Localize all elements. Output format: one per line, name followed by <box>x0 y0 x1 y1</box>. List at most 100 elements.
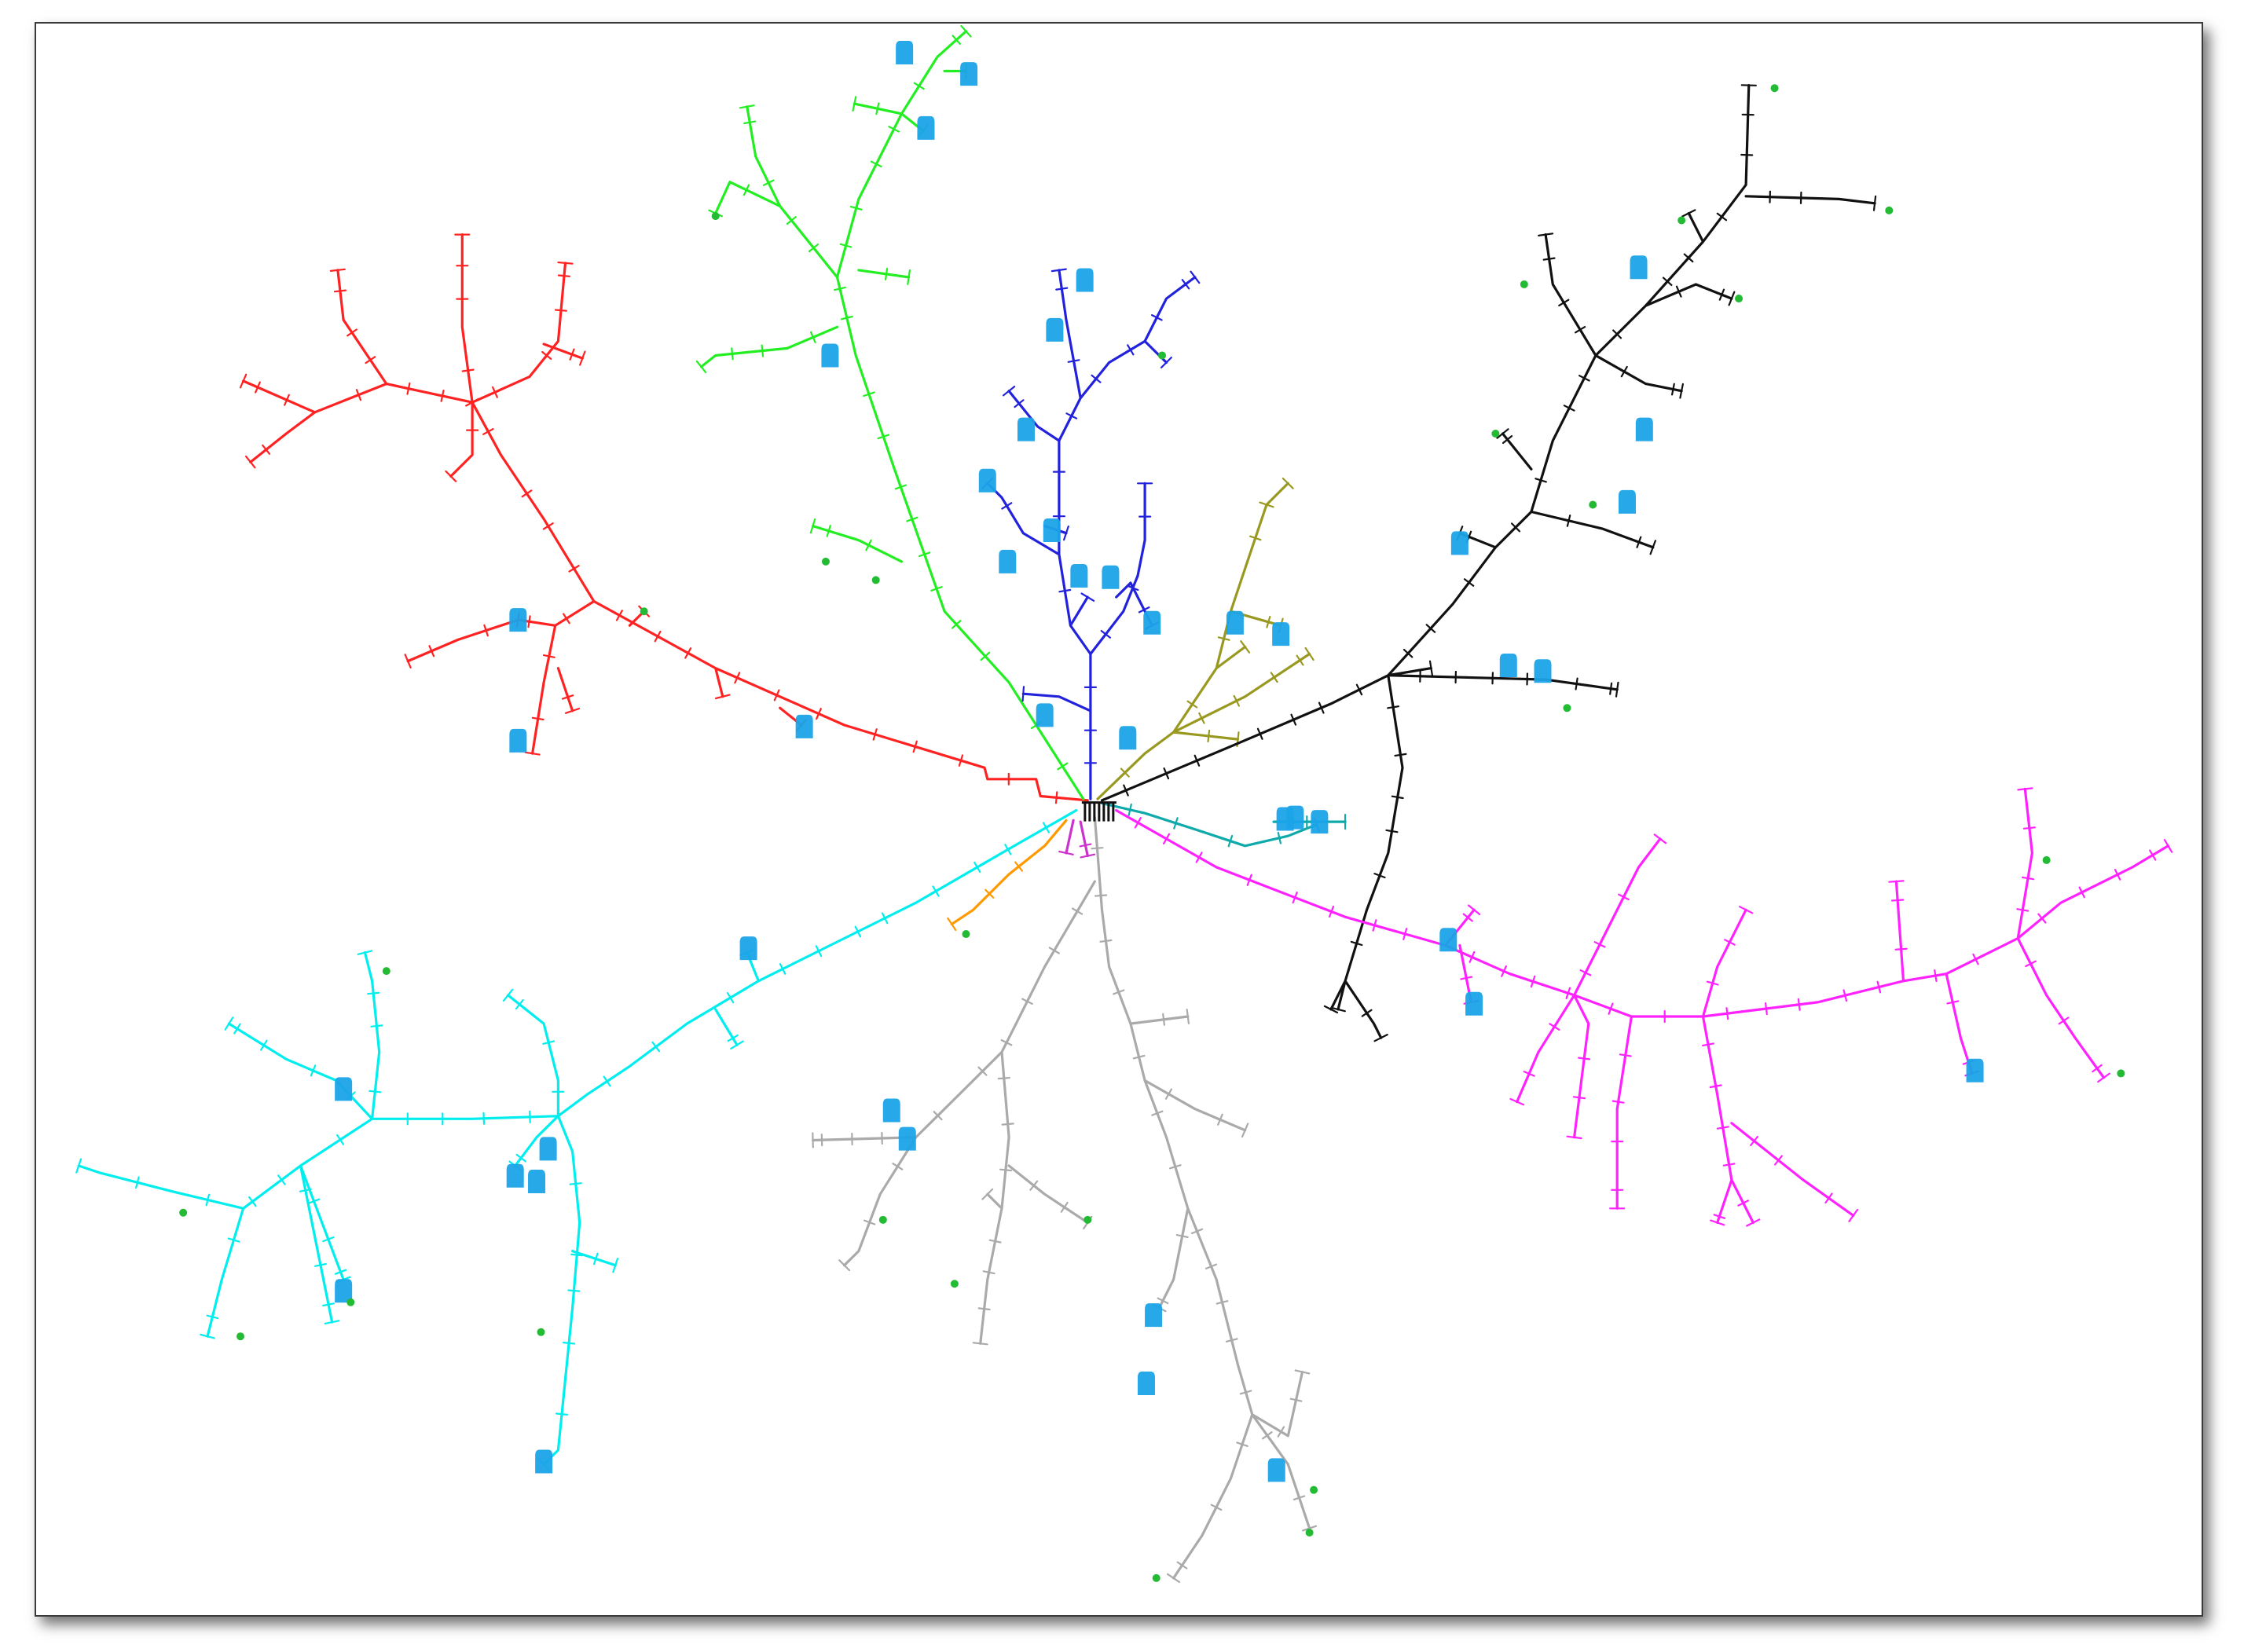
customer-marker <box>1966 1058 1984 1082</box>
feeder-orange <box>947 819 1068 931</box>
customer-marker <box>1102 565 1120 589</box>
customer-marker <box>898 1126 916 1151</box>
customer-marker <box>821 343 839 368</box>
customer-marker <box>506 1163 524 1188</box>
customer-marker <box>1119 726 1137 750</box>
customer-marker <box>335 1279 353 1303</box>
customer-marker <box>1043 518 1061 543</box>
customer-marker <box>535 1449 553 1474</box>
customer-marker <box>1618 489 1636 514</box>
feeder-blue <box>981 268 1201 800</box>
feeder-line-green <box>699 30 1085 800</box>
feeder-line-red <box>242 233 1089 802</box>
terminal-marker <box>821 557 830 566</box>
terminal-marker <box>537 1328 545 1336</box>
customer-marker <box>1076 268 1094 292</box>
customer-marker <box>1450 531 1468 555</box>
customer-marker <box>960 62 978 86</box>
customer-marker <box>1439 928 1458 952</box>
terminal-marker <box>2042 855 2051 864</box>
feeder-magenta <box>1115 787 2173 1227</box>
customer-marker <box>917 115 935 140</box>
customer-marker <box>1267 1458 1285 1482</box>
terminal-marker <box>711 212 720 221</box>
feeder-black <box>1100 84 1877 1042</box>
diagram-frame <box>35 22 2203 1617</box>
feeder-line-black <box>1100 84 1876 1039</box>
feeder-ticks-green <box>695 25 1069 771</box>
feeder-teal <box>1100 801 1347 848</box>
customer-marker <box>1046 317 1064 342</box>
customer-marker <box>1534 659 1552 683</box>
customer-marker <box>1226 610 1244 635</box>
customer-marker <box>882 1098 900 1123</box>
customer-marker <box>896 40 914 64</box>
terminal-marker <box>871 576 880 584</box>
customer-marker <box>509 728 527 753</box>
customer-marker <box>1465 991 1483 1016</box>
feeder-red <box>239 233 1089 804</box>
customer-marker <box>795 714 813 738</box>
terminal-marker <box>346 1298 355 1306</box>
customer-marker <box>528 1169 546 1193</box>
feeder-ticks-violet <box>1058 843 1096 859</box>
feeder-ticks-magenta <box>1134 787 2173 1227</box>
customer-marker <box>1137 1371 1155 1395</box>
customer-marker <box>1145 1303 1163 1328</box>
terminal-marker <box>1152 1573 1160 1582</box>
feeder-ticks-red <box>239 233 1058 804</box>
feeder-line-gray <box>812 816 1311 1580</box>
terminal-marker <box>1305 1528 1314 1537</box>
terminal-marker <box>962 930 970 939</box>
terminal-marker <box>2117 1069 2125 1078</box>
feeder-ticks-black <box>1123 84 1877 1042</box>
feeder-line-teal <box>1100 801 1347 848</box>
customer-marker <box>999 549 1017 573</box>
feeder-line-cyan <box>77 809 1078 1466</box>
terminal-marker <box>640 607 648 616</box>
customer-marker <box>1017 417 1035 441</box>
feeder-ticks-orange <box>947 861 1023 931</box>
feeder-gray <box>812 816 1318 1583</box>
feeder-green <box>695 25 1085 800</box>
customer-marker <box>1635 417 1653 441</box>
feeder-line-magenta <box>1115 787 2170 1224</box>
feeder-ticks-olive <box>1120 477 1314 778</box>
customer-marker <box>1276 807 1294 831</box>
customer-marker <box>978 468 996 493</box>
terminal-marker <box>1491 429 1500 438</box>
terminal-marker <box>1678 216 1686 225</box>
terminal-marker <box>1158 351 1166 360</box>
terminal-marker <box>1563 704 1571 712</box>
customer-marker <box>739 936 757 961</box>
terminal-marker <box>1770 84 1779 93</box>
feeder-ticks-gray <box>812 847 1318 1583</box>
customer-marker-layer <box>179 40 2125 1582</box>
terminal-marker <box>878 1215 887 1224</box>
feeder-line-blue <box>986 269 1197 800</box>
customer-marker <box>539 1137 557 1161</box>
terminal-marker <box>1589 500 1597 509</box>
customer-marker <box>509 608 527 632</box>
feeder-line-violet <box>1065 819 1089 858</box>
customer-marker <box>335 1077 353 1101</box>
terminal-marker <box>179 1208 188 1217</box>
substation-busbar <box>1081 801 1116 822</box>
customer-marker <box>1036 703 1054 727</box>
feeder-violet <box>1058 819 1096 859</box>
feeder-cyan <box>75 809 1078 1471</box>
customer-marker <box>1272 622 1290 647</box>
feeder-layer <box>75 25 2173 1583</box>
terminal-marker <box>236 1332 244 1341</box>
terminal-marker <box>1735 295 1744 303</box>
customer-marker <box>1311 810 1329 834</box>
terminal-marker <box>1310 1485 1318 1494</box>
substation-icon <box>1081 801 1116 822</box>
terminal-marker <box>950 1280 959 1288</box>
feeder-line-orange <box>950 819 1068 925</box>
terminal-marker <box>1084 1215 1092 1224</box>
customer-marker <box>1070 563 1088 588</box>
terminal-marker <box>1885 206 1894 214</box>
feeder-olive <box>1096 477 1314 800</box>
